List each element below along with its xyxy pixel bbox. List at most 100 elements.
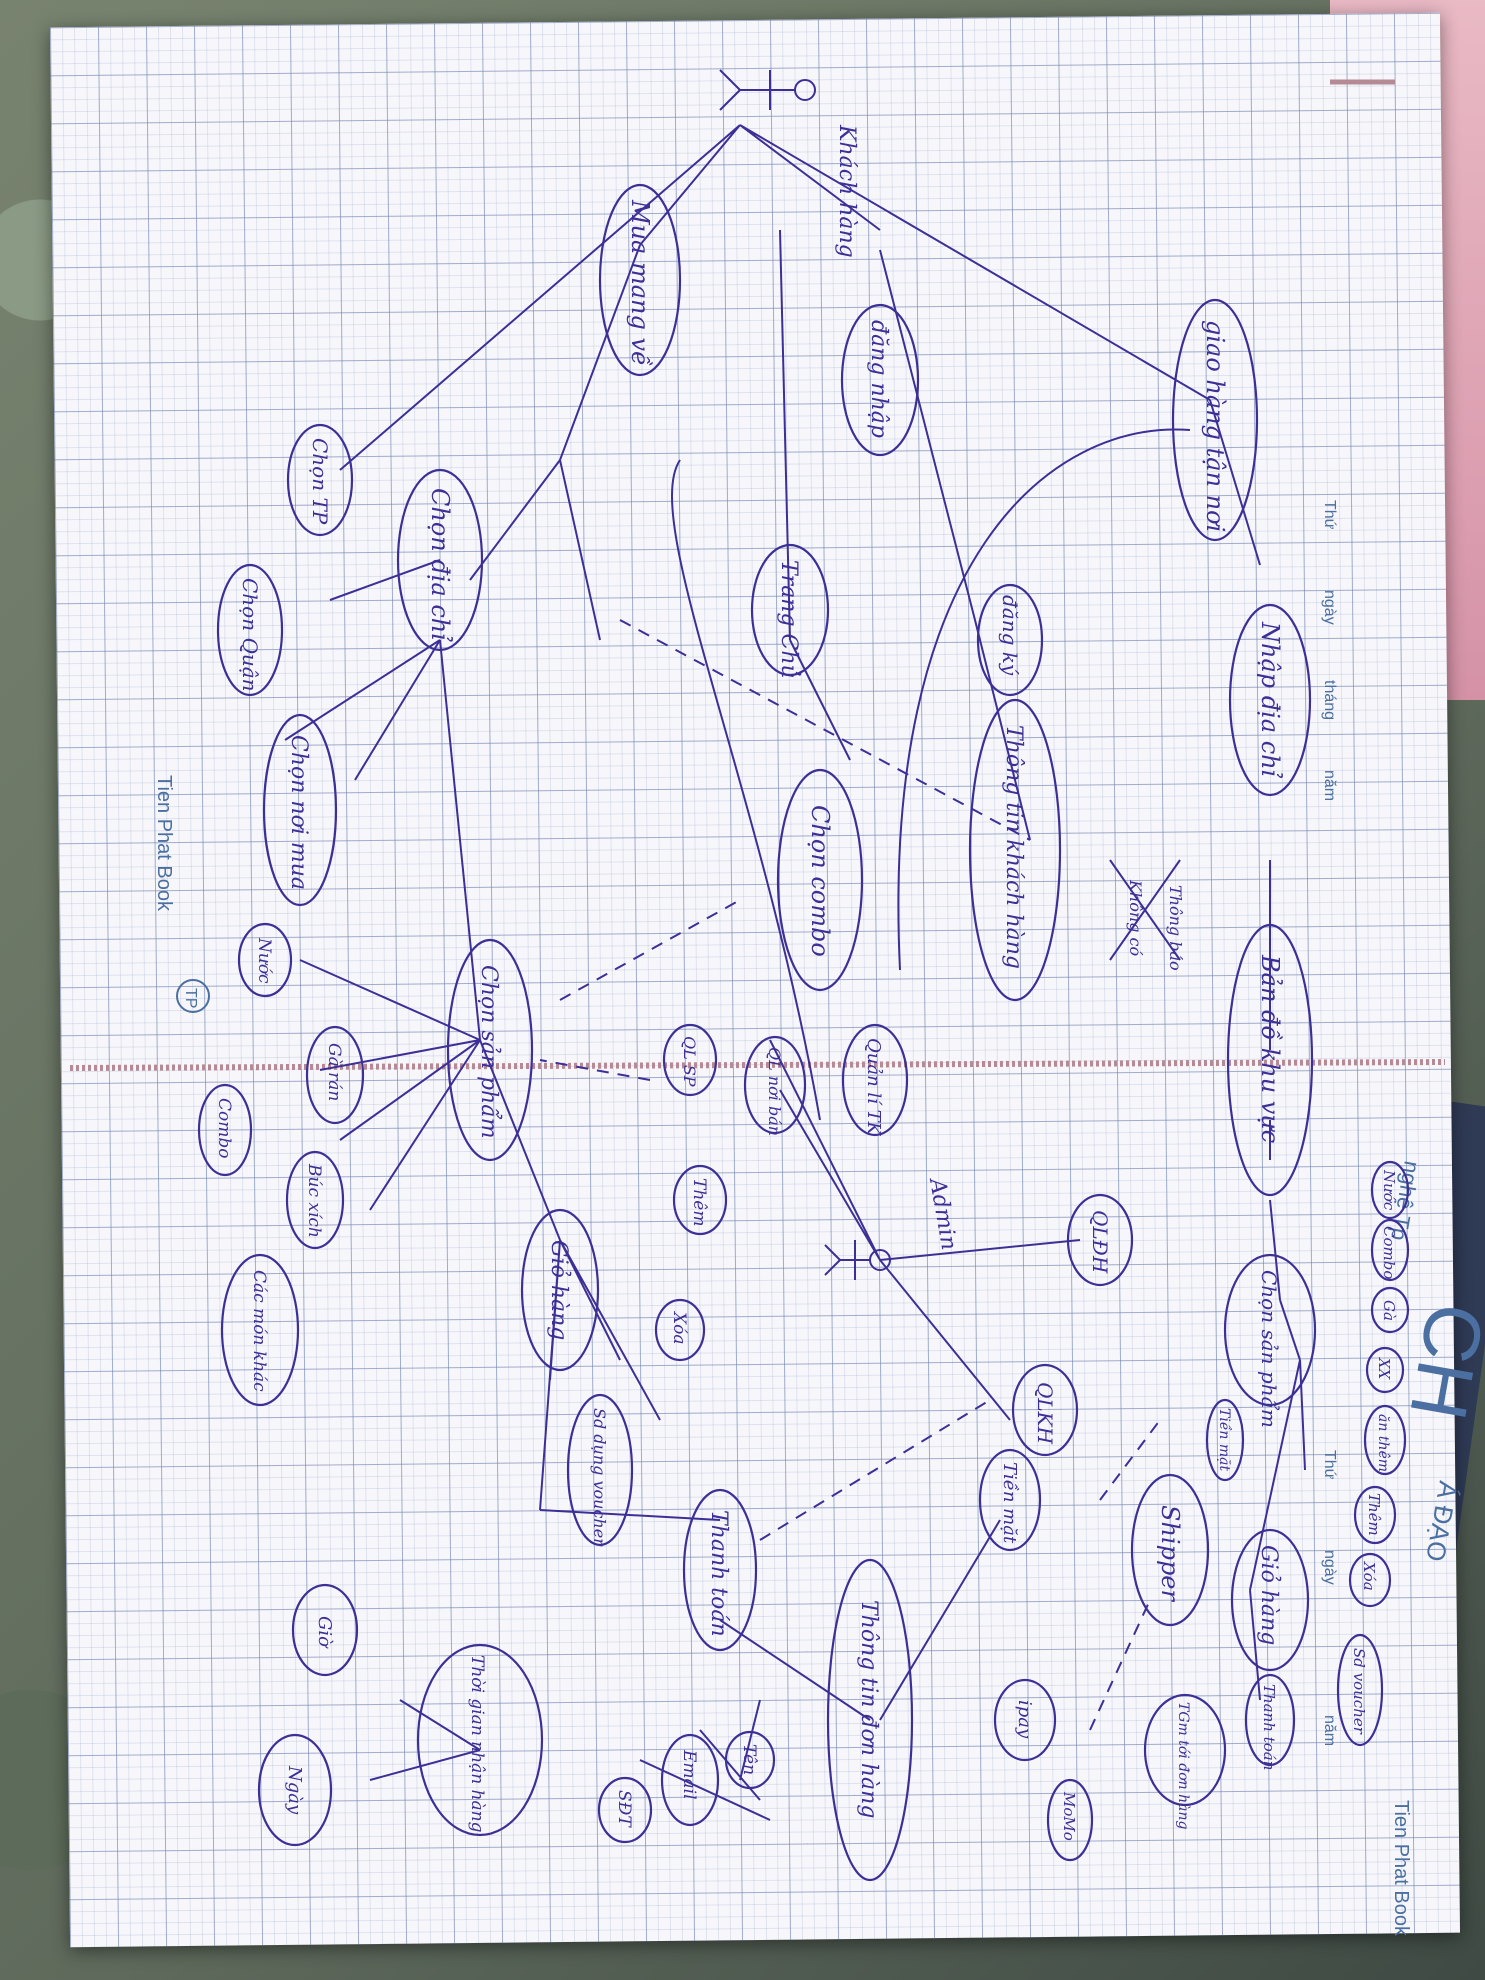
date-field-thu-left: Thứ [1321, 500, 1338, 530]
node-them-mid-label: Thêm [689, 1178, 709, 1226]
edge-top-cart [1249, 1299, 1306, 1701]
node-sd-voucher-top: Sd voucher [1336, 1633, 1384, 1747]
node-chon-san-pham-mid-label: Chọn sản phẩm [476, 965, 504, 1139]
node-sd-voucher-top-label: Sd voucher [1350, 1648, 1368, 1735]
node-thoi-gian-nhan-hang: Thời gian nhận hàng [416, 1643, 544, 1837]
node-buc-xich-label: Búc xích [304, 1163, 324, 1238]
node-sd-voucher-mid-label: Sd dụng voucher [590, 1408, 609, 1547]
node-nhap-dia-chi: Nhập địa chỉ [1228, 603, 1312, 797]
node-thong-tin-khach-hang-label: Thông tin khách hàng [1001, 725, 1026, 969]
node-them-top-label: Thêm [1365, 1493, 1383, 1536]
node-chon-dia-chi-label: Chọn địa chỉ [426, 488, 454, 642]
node-gio-hang-top: Giỏ hàng [1230, 1528, 1310, 1672]
node-xoa-mid: Xóa [654, 1298, 706, 1362]
node-thanh-toan-top: Thanh toán [1244, 1673, 1296, 1770]
node-sdt-label: SĐT [614, 1790, 634, 1828]
edge-dashed [539, 619, 1161, 1731]
node-chon-tp-label: Chọn TP [308, 438, 332, 525]
logo-text: TP [182, 988, 199, 1008]
node-buc-xich: Búc xích [285, 1150, 345, 1250]
actor-admin-label: Admin [924, 1175, 961, 1252]
node-tien-mat-mid-label: Tiền mặt [999, 1462, 1020, 1544]
node-them-top: Thêm [1353, 1485, 1397, 1545]
node-xx-top: XX [1365, 1346, 1405, 1394]
brand-text-right: Tien Phat Book [1390, 1800, 1412, 1937]
node-them-mid: Thêm [672, 1164, 728, 1236]
node-dang-ky-label: đăng ký [998, 595, 1022, 676]
node-qldh-label: QLĐH [1088, 1210, 1112, 1274]
date-field-ngay-left: ngày [1321, 590, 1338, 625]
edge-curve-combo [671, 459, 821, 1121]
node-thong-tin-don-hang-label: Thông tin đơn hàng [856, 1600, 881, 1818]
cover-text-3: Á ĐẠO [1420, 1479, 1464, 1564]
edge-actor-customer [339, 124, 1211, 471]
diagram-edges [284, 124, 1306, 1821]
node-thoi-gian-nhan-hang-label: Thời gian nhận hàng [467, 1655, 487, 1833]
node-ql-noi-ban: QL nơi bán [743, 1035, 807, 1136]
node-gio-hang-mid: Giỏ hàng [520, 1208, 600, 1372]
node-moto: MoMo [1046, 1778, 1094, 1862]
node-tien-mat-top-label: Tiền mặt [1216, 1408, 1233, 1472]
node-cac-mon-khac: Các món khác [220, 1253, 300, 1407]
node-trang-chu: Trang Chủ [750, 543, 830, 679]
node-gio: Giờ [291, 1583, 359, 1677]
side-note: Thông báo Không có [1109, 859, 1185, 971]
node-chon-noi-mua: Chọn nơi mua [262, 713, 338, 907]
node-mua-mang-ve: Mua mang về [598, 183, 682, 377]
node-shipper-label: Shipper [1156, 1505, 1184, 1603]
node-ipay: ipay [993, 1678, 1057, 1762]
node-chon-san-pham-mid: Chọn sản phẩm [446, 938, 534, 1162]
node-combo-top-label: Combo [1380, 1226, 1398, 1279]
node-ga-top: Gà [1370, 1286, 1410, 1334]
diagram-nodes: giao hàng tận nơi Mua mang về đăng nhập … [197, 183, 1410, 1882]
node-ga-top-label: Gà [1380, 1300, 1398, 1321]
node-chon-noi-mua-label: Chọn nơi mua [286, 735, 311, 890]
date-field-thu-right: Thứ [1321, 1450, 1338, 1480]
node-quan-ly-tk: Quản lí TK [841, 1023, 909, 1137]
node-email: Email [660, 1733, 720, 1827]
node-chon-dia-chi: Chọn địa chỉ [396, 468, 484, 652]
node-thanh-toan-mid-label: Thanh toán [706, 1510, 731, 1637]
node-ten-label: Tên [739, 1744, 759, 1775]
date-field-nam-left: năm [1321, 770, 1338, 801]
edge-admin [769, 1039, 1081, 1421]
node-qldh: QLĐH [1066, 1193, 1134, 1287]
node-nhap-dia-chi-label: Nhập địa chỉ [1256, 621, 1284, 779]
edge-giao-hang-chain [1209, 399, 1281, 1301]
node-xx-top-label: XX [1375, 1357, 1393, 1381]
node-tsm-den-hang-label: TGm tới đơn hàng [1175, 1702, 1191, 1829]
node-chon-san-pham-top-label: Chọn sản phẩm [1257, 1270, 1281, 1428]
node-an-them: ăn thêm [1363, 1404, 1407, 1476]
node-combo-mid: Combo [197, 1083, 253, 1177]
node-chon-san-pham-top: Chọn sản phẩm [1223, 1253, 1317, 1428]
node-giao-hang: giao hàng tận nơi [1171, 298, 1259, 542]
center-fold-line [69, 1059, 1446, 1071]
actor-khach-hang-label: Khách hàng [834, 124, 859, 258]
node-xoa-mid-label: Xóa [669, 1310, 689, 1344]
node-email-label: Email [679, 1749, 699, 1800]
edge-home-chain [779, 229, 851, 761]
side-note-line-1: Thông báo [1166, 885, 1185, 971]
node-shipper: Shipper [1130, 1473, 1210, 1627]
node-dang-nhap-label: đăng nhập [866, 320, 891, 438]
node-dang-ky: đăng ký [976, 583, 1044, 697]
edge-checkout-mid [539, 1509, 1001, 1721]
node-xoa-top: Xóa [1348, 1552, 1392, 1608]
brand-text-left: Tien Phat Book [153, 775, 175, 912]
node-chon-combo-label: Chọn combo [806, 805, 834, 957]
node-thanh-toan-mid: Thanh toán [682, 1488, 758, 1652]
node-gio-hang-mid-label: Giỏ hàng [546, 1240, 572, 1340]
node-ban-do-khu-vuc-label: Bản đồ khu vực [1256, 954, 1284, 1143]
node-qlkh-label: QLKH [1033, 1382, 1057, 1445]
node-thong-tin-khach-hang: Thông tin khách hàng [968, 698, 1062, 1002]
node-ban-do-khu-vuc: Bản đồ khu vực [1226, 923, 1314, 1197]
node-thanh-toan-top-label: Thanh toán [1260, 1684, 1278, 1770]
node-qlsp: QL SP [662, 1023, 718, 1097]
edge-product-mid [299, 959, 561, 1241]
node-tsm-den-hang: TGm tới đơn hàng [1143, 1693, 1227, 1829]
edge-mua-mang-ve-chain [469, 244, 641, 641]
node-nuoc-top-label: Nước [1380, 1169, 1398, 1211]
node-ngay-label: Ngày [284, 1765, 305, 1815]
node-chon-tp: Chọn TP [286, 423, 354, 537]
